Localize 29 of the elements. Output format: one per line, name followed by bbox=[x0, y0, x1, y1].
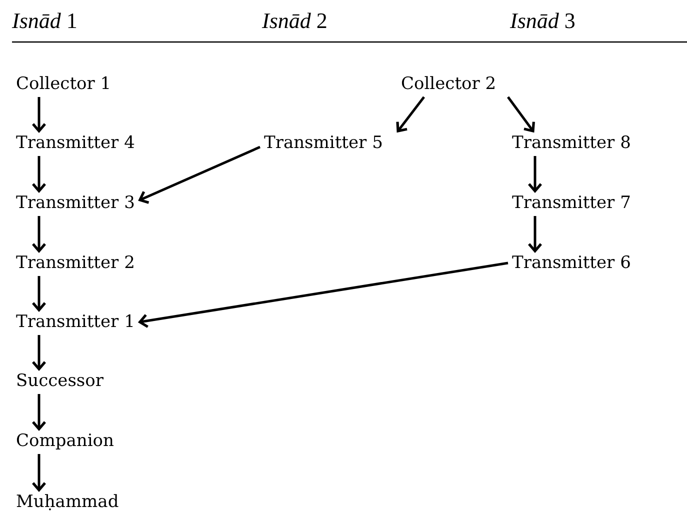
arrow bbox=[138, 146, 260, 204]
arrow bbox=[32, 156, 46, 192]
name-label: Transmitter 5 bbox=[263, 132, 384, 154]
arrow bbox=[396, 96, 425, 132]
column-heading: Isnād 2 bbox=[262, 8, 328, 34]
arrow bbox=[528, 156, 542, 192]
name-label: Collector 2 bbox=[400, 73, 498, 95]
name-label: Collector 1 bbox=[15, 73, 112, 95]
arrow bbox=[528, 216, 542, 252]
name-label: Successor bbox=[15, 370, 105, 392]
name-label: Muḥammad bbox=[15, 491, 120, 513]
arrow bbox=[32, 454, 46, 492]
arrow bbox=[32, 394, 46, 430]
name-label: Companion bbox=[15, 430, 115, 452]
arrow bbox=[32, 335, 46, 370]
arrow bbox=[138, 262, 508, 328]
arrow bbox=[507, 96, 535, 132]
arrow bbox=[32, 276, 46, 312]
arrow bbox=[32, 97, 46, 132]
arrow bbox=[32, 216, 46, 252]
name-label: Transmitter 3 bbox=[15, 192, 136, 214]
column-heading: Isnād 3 bbox=[510, 8, 576, 34]
name-label: Transmitter 7 bbox=[511, 192, 632, 214]
name-label: Transmitter 6 bbox=[511, 252, 632, 274]
column-heading: Isnād 1 bbox=[12, 8, 78, 34]
name-label: Transmitter 1 bbox=[15, 311, 136, 333]
name-label: Transmitter 4 bbox=[15, 132, 136, 154]
name-label: Transmitter 2 bbox=[15, 252, 136, 274]
name-label: Transmitter 8 bbox=[511, 132, 632, 154]
